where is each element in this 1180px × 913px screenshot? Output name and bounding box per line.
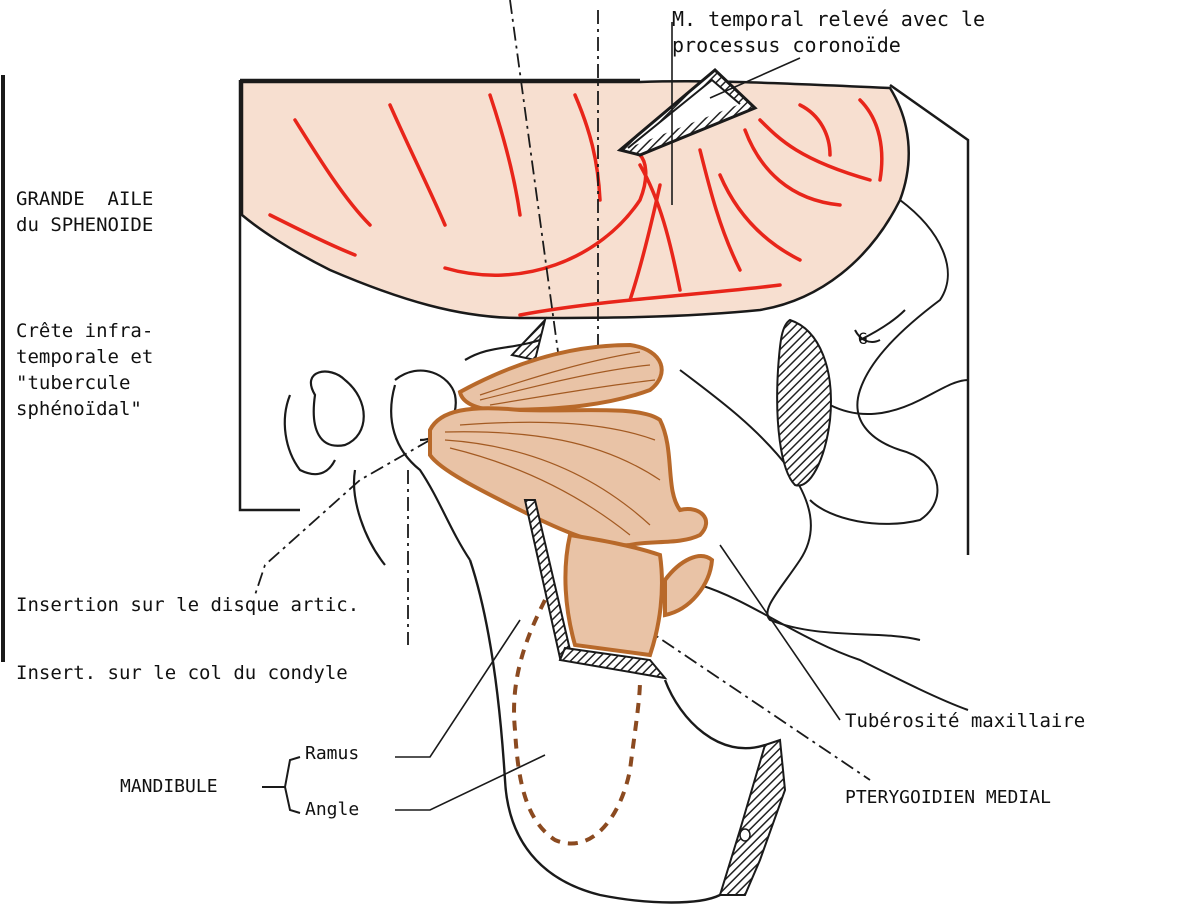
label-angle: Angle <box>305 797 359 823</box>
pterygoid-lateral-upper <box>460 345 662 410</box>
label-temporal-muscle: M. temporal relevé avec le processus cor… <box>672 6 985 58</box>
label-insertion-disque: Insertion sur le disque artic. <box>16 592 359 618</box>
label-mandibule: MANDIBULE <box>120 774 218 800</box>
label-pterygoidien-medial: PTERYGOIDIEN MEDIAL <box>845 785 1051 811</box>
label-crete-infratemporale: Crête infra- temporale et "tubercule sph… <box>16 318 153 422</box>
label-tuberosite: Tubérosité maxillaire <box>845 708 1085 734</box>
crete-infratemporale <box>512 320 545 360</box>
label-ramus: Ramus <box>305 741 359 767</box>
mandible-cross-section <box>720 740 785 895</box>
tuberosite-hatched <box>777 320 831 486</box>
label-grande-aile: GRANDE AILE du SPHENOIDE <box>16 186 153 238</box>
mandibule-bracket <box>262 757 300 813</box>
pterygoid-lateral-lower <box>430 408 706 545</box>
label-g-mark: G <box>858 326 868 352</box>
pterygoid-medial-tip <box>665 556 712 615</box>
pterygoid-medial <box>565 535 662 655</box>
label-insert-col: Insert. sur le col du condyle <box>16 660 348 686</box>
